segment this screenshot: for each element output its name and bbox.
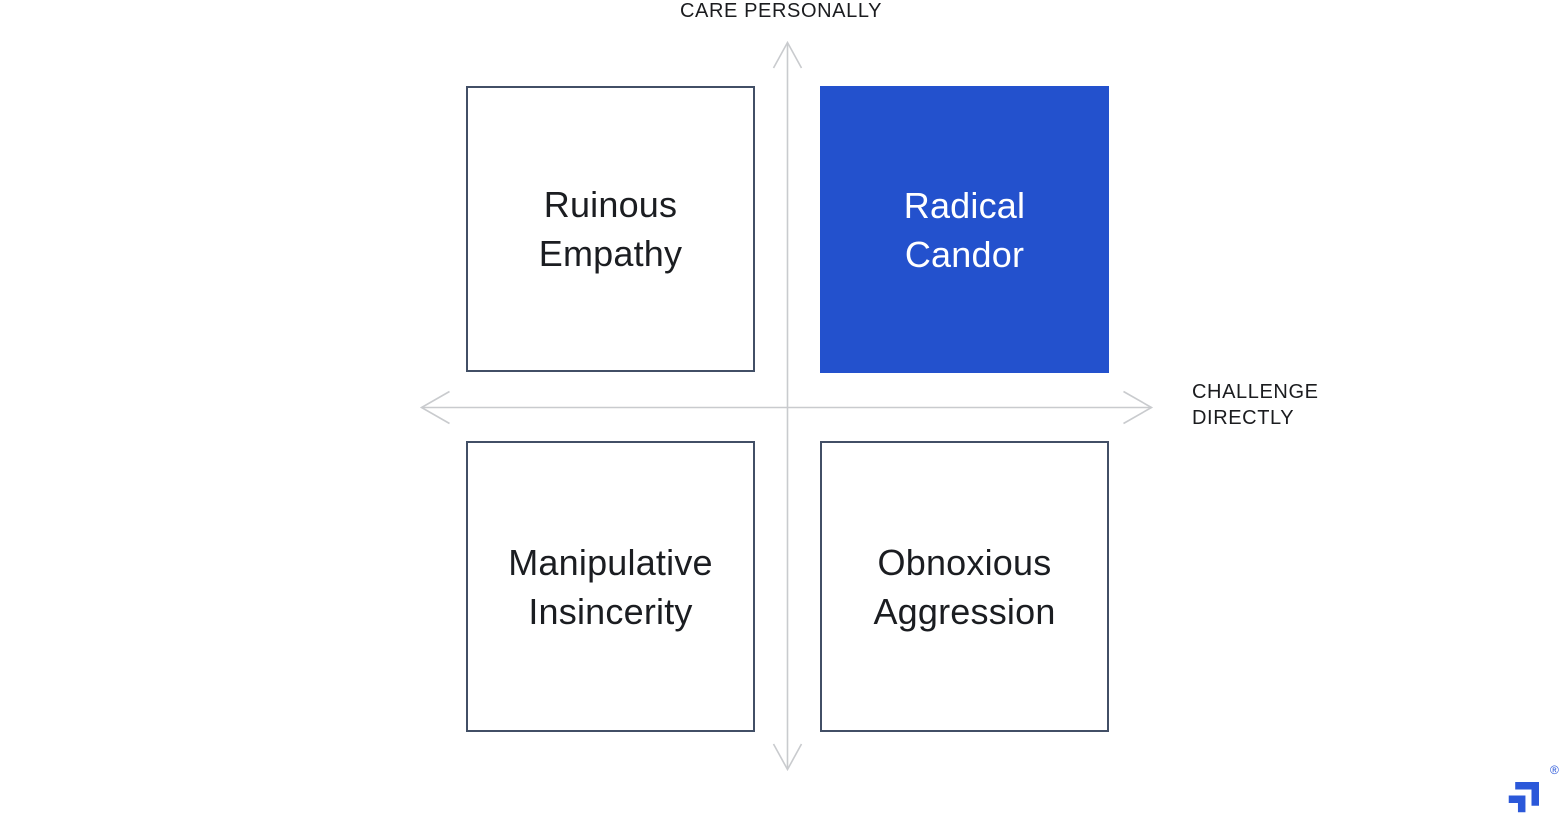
arrowhead-right-icon (1123, 390, 1154, 425)
quadrant-label-line1: Obnoxious (877, 541, 1052, 583)
toptal-logo-icon (1508, 782, 1539, 813)
quadrant-ruinous-empathy: Ruinous Empathy (466, 86, 755, 372)
quadrant-label: Radical Candor (904, 181, 1025, 279)
quadrant-label-line1: Ruinous (543, 184, 678, 225)
quadrant-label-line2: Insincerity (528, 590, 693, 632)
arrowhead-up-icon (772, 40, 803, 69)
quadrant-label-line2: Empathy (538, 233, 683, 274)
arrowhead-left-icon (419, 390, 450, 425)
quadrant-label-line2: Candor (904, 233, 1025, 275)
brand-logo: ® (1506, 763, 1560, 820)
quadrant-label: Ruinous Empathy (539, 180, 682, 278)
horizontal-axis-label: CHALLENGE DIRECTLY (1192, 379, 1319, 431)
quadrant-label-line2: Aggression (873, 590, 1056, 632)
quadrant-label: Manipulative Insincerity (508, 538, 713, 636)
quadrant-radical-candor: Radical Candor (820, 86, 1109, 373)
arrowhead-down-icon (772, 743, 803, 772)
quadrant-label: Obnoxious Aggression (873, 538, 1055, 636)
horizontal-axis-label-line1: CHALLENGE (1192, 381, 1319, 403)
quadrant-label-line1: Manipulative (508, 541, 713, 583)
quadrant-manipulative-insincerity: Manipulative Insincerity (466, 441, 755, 732)
quadrant-label-line1: Radical (903, 184, 1026, 226)
horizontal-axis-label-line2: DIRECTLY (1192, 407, 1295, 429)
quadrant-obnoxious-aggression: Obnoxious Aggression (820, 441, 1109, 732)
registered-trademark-symbol: ® (1550, 763, 1559, 777)
vertical-axis-label: CARE PERSONALLY (679, 0, 883, 22)
